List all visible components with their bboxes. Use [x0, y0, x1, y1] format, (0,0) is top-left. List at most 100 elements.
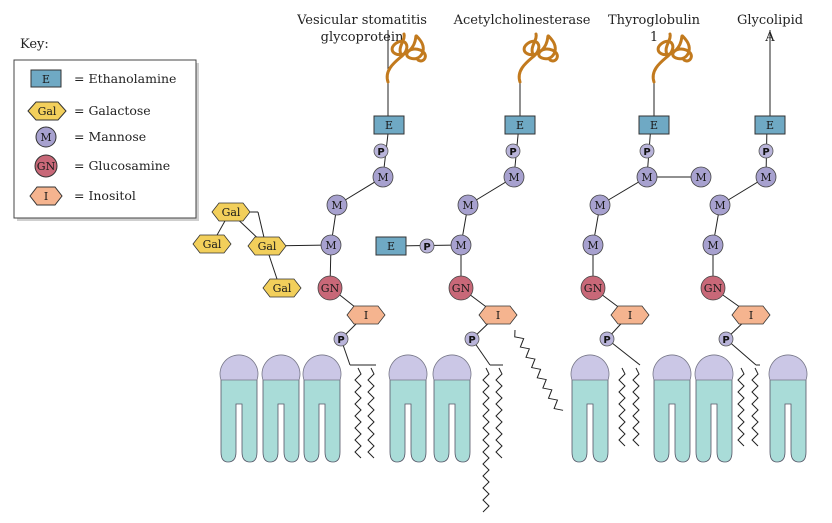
membrane-bilayer: [219, 354, 808, 463]
phosphate-residue: P: [505, 143, 521, 159]
svg-text:Gal: Gal: [273, 282, 292, 295]
anchor-thyroglobulin: E P M M M M GN I: [580, 115, 712, 347]
svg-text:I: I: [628, 309, 632, 322]
svg-text:P: P: [722, 335, 729, 346]
key-item-galactose: Gal = Galactose: [27, 101, 151, 121]
key-label-mannose: = Mannose: [74, 129, 146, 144]
phospholipid: [219, 354, 259, 463]
acetylcholinesterase-coil: [517, 32, 559, 84]
svg-text:P: P: [603, 335, 610, 346]
anchor-glycolipid-a: E P M M M GN I P: [700, 115, 786, 347]
ethanolamine-residue: E: [638, 115, 670, 135]
fatty-acid-chain: [367, 367, 375, 459]
fatty-acid-chain: [737, 367, 745, 447]
svg-text:GN: GN: [321, 282, 340, 295]
phosphate-residue: P: [639, 143, 655, 159]
galactose-key-symbol: [27, 101, 67, 121]
key-item-glucosamine: GN = Glucosamine: [34, 154, 170, 178]
svg-text:M: M: [325, 239, 336, 252]
svg-text:E: E: [385, 119, 393, 132]
galactose-residue: Gal: [192, 234, 232, 254]
svg-text:Gal: Gal: [38, 105, 57, 118]
svg-text:E: E: [650, 119, 658, 132]
glucosamine-residue: GN: [317, 275, 343, 301]
ethanolamine-key-symbol: [30, 69, 62, 88]
phospholipid: [694, 354, 734, 463]
inositol-residue: I: [731, 305, 771, 325]
svg-text:I: I: [364, 309, 368, 322]
svg-text:Gal: Gal: [258, 240, 277, 253]
inositol-key-symbol: [29, 186, 63, 206]
svg-text:P: P: [377, 147, 384, 158]
mannose-residue: M: [589, 194, 611, 216]
thyroglobulin-coil: [651, 32, 693, 84]
phosphate-residue: P: [758, 143, 774, 159]
galactose-residue: Gal: [247, 236, 287, 256]
mannose-residue: M: [709, 194, 731, 216]
anchor-acetylcholinesterase: E P M M M P E GN: [375, 115, 536, 347]
mannose-residue: M: [690, 166, 712, 188]
mannose-residue: M: [450, 234, 472, 256]
mannose-residue: M: [503, 166, 525, 188]
key-item-mannose: M = Mannose: [35, 126, 146, 148]
mannose-residue: M: [457, 194, 479, 216]
attached-proteins: [385, 32, 693, 84]
svg-text:M: M: [40, 131, 51, 144]
phospholipid: [432, 354, 472, 463]
fatty-acid-chain: [354, 367, 362, 459]
glucosamine-residue: GN: [580, 275, 606, 301]
svg-text:P: P: [468, 335, 475, 346]
phosphate-residue: P: [464, 331, 480, 347]
svg-text:M: M: [707, 239, 718, 252]
anchor-titles: Vesicular stomatitis glycoprotein Acetyl…: [296, 13, 803, 45]
svg-text:M: M: [377, 171, 388, 184]
ethanolamine-residue: E: [504, 115, 536, 135]
svg-text:Gal: Gal: [203, 238, 222, 251]
key-label-ethanolamine: = Ethanolamine: [74, 71, 176, 86]
svg-text:P: P: [337, 335, 344, 346]
svg-text:E: E: [516, 119, 524, 132]
key-label-glucosamine: = Glucosamine: [74, 158, 170, 173]
svg-text:M: M: [508, 171, 519, 184]
key-label-galactose: = Galactose: [74, 103, 151, 118]
glucosamine-residue: GN: [700, 275, 726, 301]
anchor-vsv-glycoprotein: E P M M M Gal Gal Gal: [192, 115, 405, 347]
mannose-residue: M: [582, 234, 604, 256]
svg-text:M: M: [462, 199, 473, 212]
svg-text:GN: GN: [452, 282, 471, 295]
anchor-title-2-line1: Acetylcholinesterase: [453, 13, 591, 28]
inositol-residue: I: [346, 305, 386, 325]
fatty-acid-chain: [751, 367, 759, 447]
svg-text:E: E: [387, 240, 395, 253]
fatty-acid-chains: [350, 329, 760, 513]
svg-text:I: I: [749, 309, 753, 322]
svg-text:GN: GN: [584, 282, 603, 295]
anchor-title-4-line1: Glycolipid: [737, 13, 803, 28]
key-item-ethanolamine: E = Ethanolamine: [30, 69, 176, 88]
inositol-residue: I: [478, 305, 518, 325]
anchor-title-3-line2: 1: [650, 30, 658, 45]
svg-text:M: M: [714, 199, 725, 212]
svg-text:P: P: [762, 147, 769, 158]
glucosamine-key-symbol: [34, 154, 58, 178]
svg-text:M: M: [641, 171, 652, 184]
mannose-residue: M: [372, 166, 394, 188]
anchor-title-3-line1: Thyroglobulin: [608, 13, 701, 28]
svg-text:M: M: [594, 199, 605, 212]
key-item-inositol: I = Inositol: [29, 186, 136, 206]
phospholipid: [388, 354, 428, 463]
mannose-residue: M: [320, 234, 342, 256]
phosphate-residue: P: [599, 331, 615, 347]
anchor-title-1-line2: glycoprotein: [321, 30, 404, 45]
phosphate-residue: P: [373, 143, 389, 159]
ethanolamine-residue: E: [373, 115, 405, 135]
ethanolamine-residue: E: [754, 115, 786, 135]
phospholipid: [261, 354, 301, 463]
svg-text:M: M: [587, 239, 598, 252]
svg-text:M: M: [760, 171, 771, 184]
phospholipid: [652, 354, 692, 463]
mannose-residue: M: [755, 166, 777, 188]
phospholipid: [570, 354, 610, 463]
fatty-acid-chain: [632, 367, 640, 447]
